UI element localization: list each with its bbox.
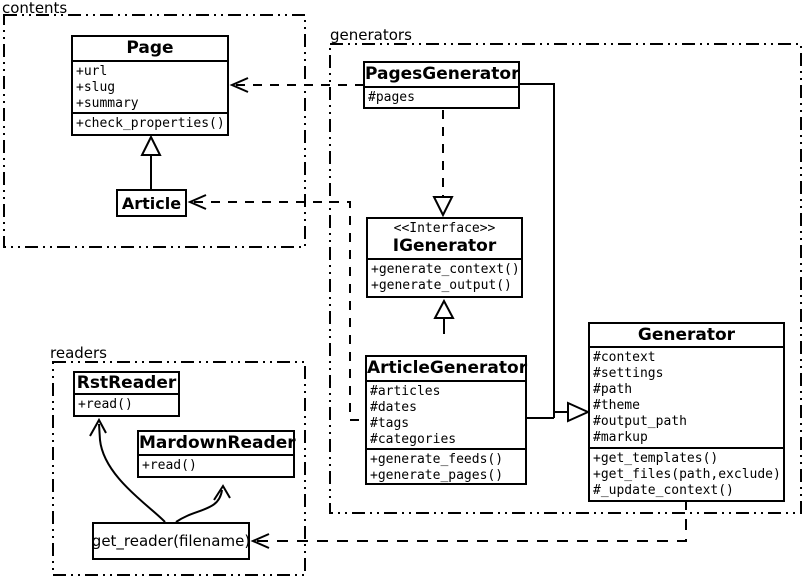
open-arrowhead-icon [229,77,249,93]
open-arrowhead-icon [89,417,107,437]
class-rstreader-methods: +read() [75,395,178,415]
edge-generator-to-getreader [250,502,687,549]
package-label-readers: readers [50,344,107,362]
class-mardownreader-methods: +read() [139,456,293,476]
function-get-reader: get_reader(filename) [92,522,250,560]
class-articlegenerator: ArticleGenerator #articles #dates #tags … [365,355,527,485]
class-articlegenerator-methods: +generate_feeds() +generate_pages() [367,448,525,483]
attribute: +slug [76,80,116,95]
package-label-generators: generators [330,26,412,44]
class-igenerator-name: IGenerator [392,236,497,256]
contents-package-border [3,14,306,248]
attribute: #pages [368,90,415,105]
attribute: #theme [593,398,640,413]
attribute: #settings [593,366,664,381]
method: +get_templates() [593,451,719,466]
class-generator-methods: +get_templates() +get_files(path,exclude… [590,447,783,500]
method: +read() [78,397,133,412]
method: #_update_context() [593,483,734,498]
class-pagesgenerator: PagesGenerator #pages [363,61,520,109]
inheritance-triangle-icon [433,298,455,319]
inheritance-triangle-icon [567,401,591,423]
attribute: #dates [370,400,417,415]
method: +read() [142,458,197,473]
class-generator: Generator #context #settings #path #them… [588,322,785,502]
class-igenerator: <<Interface>> IGenerator +generate_conte… [366,217,523,298]
attribute: #categories [370,432,457,447]
method: +generate_feeds() [370,452,504,467]
attribute: #context [593,350,656,365]
method: +generate_output() [371,278,512,293]
attribute: #articles [370,384,441,399]
class-article-title: Article [121,193,182,213]
edge-pagesgenerator-to-igenerator [432,110,454,218]
class-igenerator-methods: +generate_context() +generate_output() [368,260,521,296]
class-mardownreader-title: MardownReader [139,432,296,456]
method: +generate_pages() [370,468,504,483]
class-page: Page +url +slug +summary +check_properti… [71,35,229,136]
package-label-contents: contents [2,0,68,17]
readers-package-border [52,361,306,576]
class-page-attributes: +url +slug +summary [73,62,227,112]
class-articlegenerator-title: ArticleGenerator [367,357,527,382]
edge-articlegenerator-to-article [187,194,365,421]
attribute: +summary [76,96,139,111]
method: +generate_context() [371,262,520,277]
open-arrowhead-icon [213,484,231,501]
attribute: #output_path [593,414,687,429]
class-pagesgenerator-title: PagesGenerator [365,63,519,88]
attribute: #tags [370,416,410,431]
realization-triangle-icon [432,196,454,218]
edge-generators-to-generator [520,83,591,423]
class-pagesgenerator-attributes: #pages [365,88,518,107]
attribute: #path [593,382,633,397]
edge-getreader-to-rstreader [89,417,166,523]
class-generator-attributes: #context #settings #path #theme #output_… [590,348,783,447]
edge-article-to-page [140,134,162,189]
interface-stereotype: <<Interface>> [393,221,496,236]
class-article: Article [116,189,187,217]
attribute: +url [76,64,108,79]
open-arrowhead-icon [250,533,270,549]
class-page-title: Page [73,37,227,62]
generators-package-border [329,43,802,514]
edge-getreader-to-mardownreader [175,484,231,523]
class-articlegenerator-attributes: #articles #dates #tags #categories [367,382,525,448]
edge-articlegenerator-to-igenerator [433,298,455,334]
open-arrowhead-icon [187,194,207,210]
class-generator-title: Generator [590,324,783,348]
inheritance-triangle-icon [140,134,162,156]
method: +get_files(path,exclude) [593,467,781,482]
class-rstreader: RstReader +read() [73,371,180,417]
class-rstreader-title: RstReader [75,373,178,395]
edge-pagesgenerator-to-page [229,77,363,93]
class-igenerator-title: <<Interface>> IGenerator [368,219,521,260]
class-mardownreader: MardownReader +read() [137,430,296,478]
class-page-methods: +check_properties() [73,112,227,134]
method: +check_properties() [76,116,225,131]
attribute: #markup [593,430,648,445]
